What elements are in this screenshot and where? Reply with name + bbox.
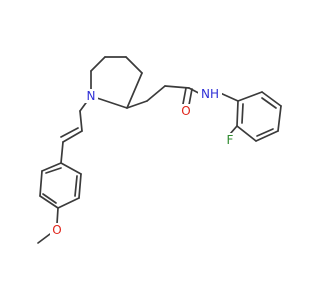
carbonyl-o-label: O (181, 104, 190, 118)
bond (90, 56, 106, 72)
atom-label-amide-nh: NH (198, 82, 222, 108)
label-background (223, 133, 237, 147)
aromatic-bond (74, 175, 78, 197)
atom-label-piperidine-n: N (84, 89, 98, 103)
bond (78, 173, 82, 199)
bond (79, 110, 83, 132)
bond (126, 72, 143, 109)
aromatic-bond (45, 167, 62, 174)
carbonyl-double-bond (182, 87, 187, 105)
bond (39, 195, 59, 209)
atom-label-methoxy-o: O (50, 223, 64, 237)
bond (39, 170, 43, 197)
label-background (84, 89, 98, 103)
bond (37, 233, 51, 244)
bond (236, 100, 239, 127)
bond (62, 130, 83, 143)
carbonyl-double-bond (188, 88, 193, 106)
fluorophenyl-ring (217, 91, 282, 142)
bond (56, 207, 59, 225)
alkene-double-bond (60, 127, 79, 138)
label-background (198, 82, 222, 108)
bond (229, 125, 238, 135)
methoxy-o-label: O (52, 223, 61, 237)
amide-nh-label: NH (201, 87, 219, 101)
label-background (50, 223, 64, 237)
aromatic-bond (241, 103, 244, 124)
bond (236, 125, 257, 142)
piperidine-n-label: N (87, 89, 96, 103)
bond (261, 91, 282, 107)
aromatic-bond (261, 97, 277, 109)
molecule-structure: N NH O F O (0, 0, 300, 300)
bond (41, 162, 62, 172)
bond (146, 85, 166, 102)
fluorine-label: F (227, 133, 234, 147)
bond (237, 91, 263, 102)
bond (164, 85, 190, 89)
bond (60, 141, 64, 164)
atom-label-carbonyl-o: O (179, 104, 193, 118)
bond (60, 162, 82, 175)
bond (125, 56, 143, 74)
label-background (179, 104, 193, 118)
bond (57, 197, 80, 209)
aromatic-bond (256, 128, 274, 137)
bond (126, 100, 148, 109)
aromatic-bond (42, 193, 57, 204)
bond (255, 130, 279, 142)
bond (277, 105, 282, 132)
atom-label-fluorine: F (223, 133, 237, 147)
methoxyphenyl-ring (37, 162, 82, 244)
background (0, 0, 300, 300)
